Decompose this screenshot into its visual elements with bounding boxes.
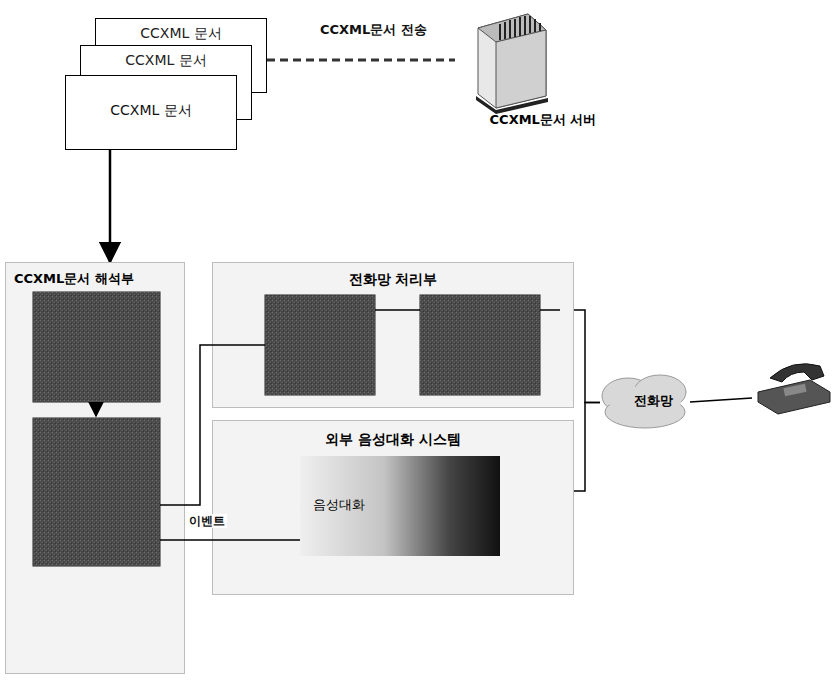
connector [109,150,112,262]
diagram-box: 전화망 [600,375,706,430]
wire-stub [160,504,185,506]
edge-label: CCXML문서 전송 [318,22,429,38]
network-cloud [602,375,686,428]
module-block [420,295,540,395]
box-label: 전화망 [600,393,706,409]
box-label: CCXML 문서 [96,25,266,42]
edge-label: 이벤트 [187,514,227,528]
connector [267,59,455,62]
module-block [33,292,160,402]
module-block [33,418,160,566]
module-block [33,418,160,566]
box-label: CCXML문서 서버 [455,112,631,128]
voice-block [300,456,500,556]
connector [574,310,600,403]
module-block [265,295,375,395]
diagram-box: CCXML 문서 [65,75,237,150]
box-label: 외부 음성대화 시스템 [213,431,573,448]
connector [185,345,212,505]
wire-stub [160,539,185,541]
box-label: 전화망 처리부 [213,271,573,288]
diagram-box: 음성대화 [301,457,501,557]
module-block [265,295,375,395]
network-cloud-fill [609,386,681,418]
wire-stub [212,539,300,541]
box-label: CCXML문서 해석부 [14,271,134,287]
module-block [420,295,540,395]
diagram-box: CCXML문서 해석부 [5,262,185,674]
server-icon [476,14,548,114]
wire-stub [375,309,420,311]
box-label: CCXML 문서 [81,52,251,69]
connector [185,539,212,541]
diagram-box: 외부 음성대화 시스템음성대화 [212,420,574,595]
flow-arrow [95,403,97,416]
phone-wire [690,398,752,402]
module-block [33,292,160,402]
diagram-box: 전화망 처리부 [212,262,574,408]
wire-stub [212,344,265,346]
telephone-icon [758,364,830,414]
box-label: 음성대화 [313,497,365,513]
diagram-box: CCXML문서 서버 [455,8,631,136]
box-label: CCXML 문서 [66,102,236,119]
wire-stub [540,309,560,311]
